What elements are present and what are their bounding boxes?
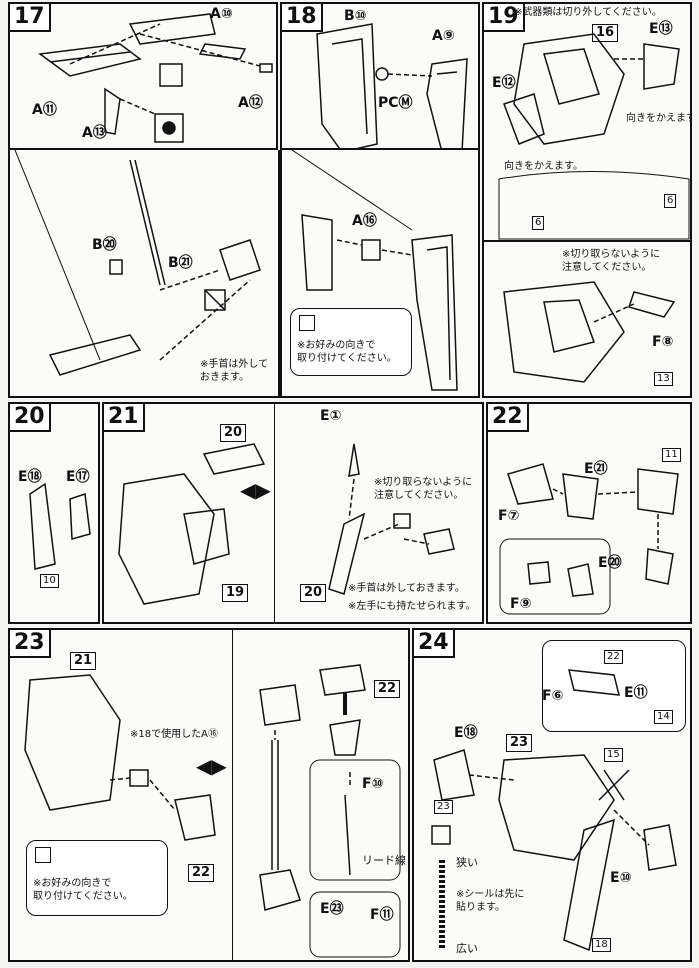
part-label: E⑪ [624,685,648,701]
orientation-note: ※お好みの向きで 取り付けてください。 [33,878,133,902]
knee-armor-illustration [499,463,679,615]
fin-parts-illustration [29,482,91,570]
sheet-number: 11 [662,448,681,462]
wrist-note: ※手首は外して おきます。 [200,359,269,383]
orientation-callout: ※お好みの向きで 取り付けてください。 [290,308,412,376]
backpack-saber-illustration [118,443,455,605]
ref-step-number: 19 [222,584,249,602]
part-label: E⑱ [454,725,478,741]
step-number: 22 [488,404,529,432]
seal-note: ※シールは先に 貼ります。 [456,889,525,913]
part-label: F⑦ [498,508,520,524]
step-18b-panel: A⑯ ※お好みの向きで 取り付けてください。 [280,150,480,398]
part-label: A⑯ [352,213,377,229]
sheet-number: 6 [664,194,677,208]
part-label: A⑩ [210,6,233,22]
ref-step-number: 21 [70,652,97,670]
part-label: E① [320,408,342,424]
part-label: E⑫ [492,75,516,91]
step-17b-panel: B⑳ B㉑ ※手首は外して おきます。 [8,150,280,398]
left-hand-note: ※左手にも持たせられます。 [348,601,476,612]
ref-step-number: 22 [374,680,401,698]
step-22-panel: 22 E㉑ F⑦ E⑳ F⑨ 11 [486,402,692,624]
step-number: 17 [10,4,51,32]
ref-step-number: 16 [592,24,619,42]
part-label: E⑬ [649,21,673,37]
shield-mount-illustration [291,150,458,391]
check-icon [35,847,51,863]
step-number: 19 [484,4,525,32]
step-number: 21 [104,404,145,432]
either-side-arrows: ◀▶ [196,754,227,778]
weapon-note: ※武器類は切り外してください。 [514,7,662,18]
part-label: F⑩ [362,776,384,792]
sheet-number: 14 [654,710,673,724]
part-label: F⑪ [370,907,394,923]
shield-parts-illustration [316,23,468,148]
step-21-panel: 21 20 19 ◀▶ E① ※切り取らないように 注意してください。 20 ※… [102,402,484,624]
part-label: E⑱ [18,469,42,485]
sheet-number: 13 [654,372,673,386]
check-icon [299,315,315,331]
ref-step-number: 20 [300,584,327,602]
part-label: B⑩ [344,8,367,24]
sword-assembly-illustration [431,669,677,952]
lead-wire-label: リード線 [362,854,406,867]
cut-warning-note: ※切り取らないように 注意してください。 [374,477,473,501]
part-label: E⑩ [610,870,632,886]
part-label: A⑬ [82,125,107,141]
panel-divider [274,404,275,622]
step-number: 23 [10,630,51,658]
part-label: B⑳ [92,237,117,253]
step-number: 24 [414,630,455,658]
sheet-number: 15 [604,748,623,762]
chest-saber-illustration [503,281,676,383]
sheet-number: 6 [532,216,545,230]
ref-step-number: 23 [506,734,533,752]
direction-note: 向きをかえます。 [626,113,690,124]
part-label: A⑪ [32,102,57,118]
part-label: F⑥ [542,688,564,704]
part-label: F⑧ [652,334,674,350]
direction-note: 向きをかえます。 [504,161,583,172]
wide-label: 広い [456,942,478,955]
part-label: B㉑ [168,255,193,271]
rifle-parts-illustration [38,13,273,143]
hip-armor-illustration [24,664,401,958]
step-17-panel: 17 A⑩ A⑪ A⑫ A⑬ [8,2,278,150]
sheet-number: 10 [40,574,59,588]
wrist-note: ※手首は外しておきます。 [348,583,465,594]
cut-warning-note: ※切り取らないように 注意してください。 [562,249,661,273]
step-19b-panel: ※切り取らないように 注意してください。 F⑧ 13 [482,242,692,398]
beam-rifle-illustration [14,150,261,376]
panel-divider [232,630,233,960]
orientation-note: ※お好みの向きで 取り付けてください。 [297,340,397,364]
sheet-number: 22 [604,650,623,664]
used-part-note: ※18で使用したA⑯ [130,729,218,740]
part-label: PCⓂ [378,95,413,111]
sheet-number: 18 [592,938,611,952]
part-label: F⑨ [510,596,532,612]
step-23-panel: 23 21 ※18で使用したA⑯ ◀▶ 22 22 F⑩ リード線 E㉓ F⑪ … [8,628,410,962]
part-label: A⑨ [432,28,455,44]
step-18-panel: 18 B⑩ A⑨ PCⓂ [280,2,480,150]
part-label: A⑫ [238,95,263,111]
step-number: 20 [10,404,51,432]
part-label: E㉑ [584,461,608,477]
step-20-panel: 20 E⑱ E⑰ 10 [8,402,100,624]
step-24-panel: 24 22 F⑥ E⑪ 14 E⑱ 23 15 23 狭い ※シールは先に 貼り… [412,628,692,962]
torso-illustration [498,33,690,240]
step-19-panel: 19 ※武器類は切り外してください。 16 E⑬ E⑫ 向きをかえます。 向きを… [482,2,692,242]
ref-step-number: 20 [220,424,247,442]
either-side-arrows: ◀▶ [240,478,271,502]
orientation-callout: ※お好みの向きで 取り付けてください。 [26,840,168,916]
step-number: 18 [282,4,323,32]
part-label: E⑰ [66,469,90,485]
part-label: E㉓ [320,901,344,917]
ref-step-number: 22 [188,864,215,882]
narrow-label: 狭い [456,856,478,869]
